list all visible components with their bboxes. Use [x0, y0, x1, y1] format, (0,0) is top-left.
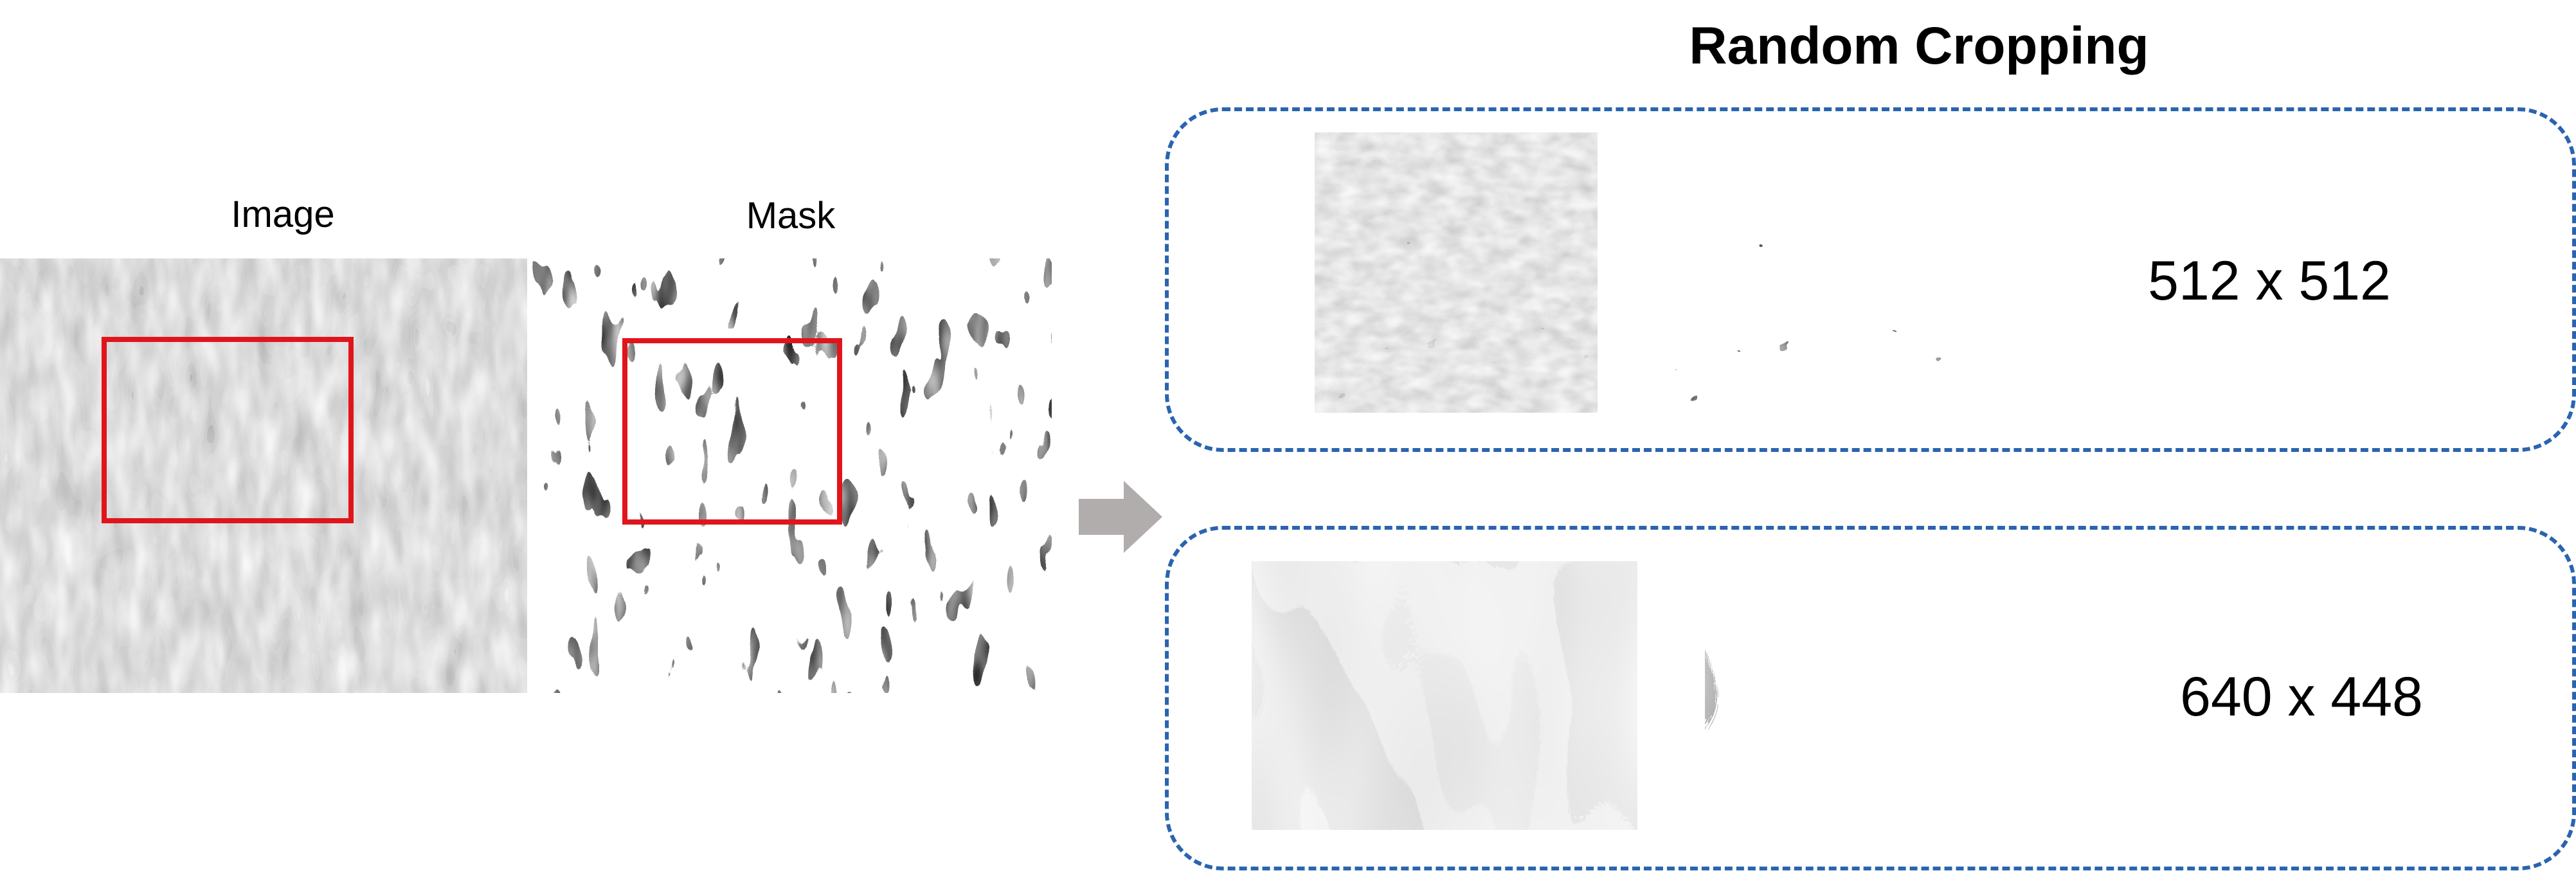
- sem-image: [0, 258, 527, 693]
- crop-panel-640: [1165, 526, 2576, 870]
- crop2-image: [1252, 561, 1637, 830]
- crop2-mask: [1705, 568, 2092, 836]
- section-title: Random Cropping: [1689, 17, 2149, 75]
- mask-label: Mask: [746, 195, 836, 237]
- crop2-size-label: 640 x 448: [2180, 666, 2423, 728]
- crop1-image: [1315, 132, 1598, 413]
- right-arrow-icon: [1079, 481, 1162, 553]
- crop-panel-512: [1165, 107, 2576, 452]
- mask-image-texture: [527, 258, 1052, 693]
- mask-image: [527, 258, 1052, 693]
- mask-crop-box: [622, 338, 842, 525]
- sem-image-texture: [0, 258, 527, 693]
- crop1-mask: [1667, 135, 1947, 415]
- image-label: Image: [231, 194, 335, 235]
- crop1-size-label: 512 x 512: [2148, 250, 2391, 312]
- image-crop-box: [102, 337, 354, 523]
